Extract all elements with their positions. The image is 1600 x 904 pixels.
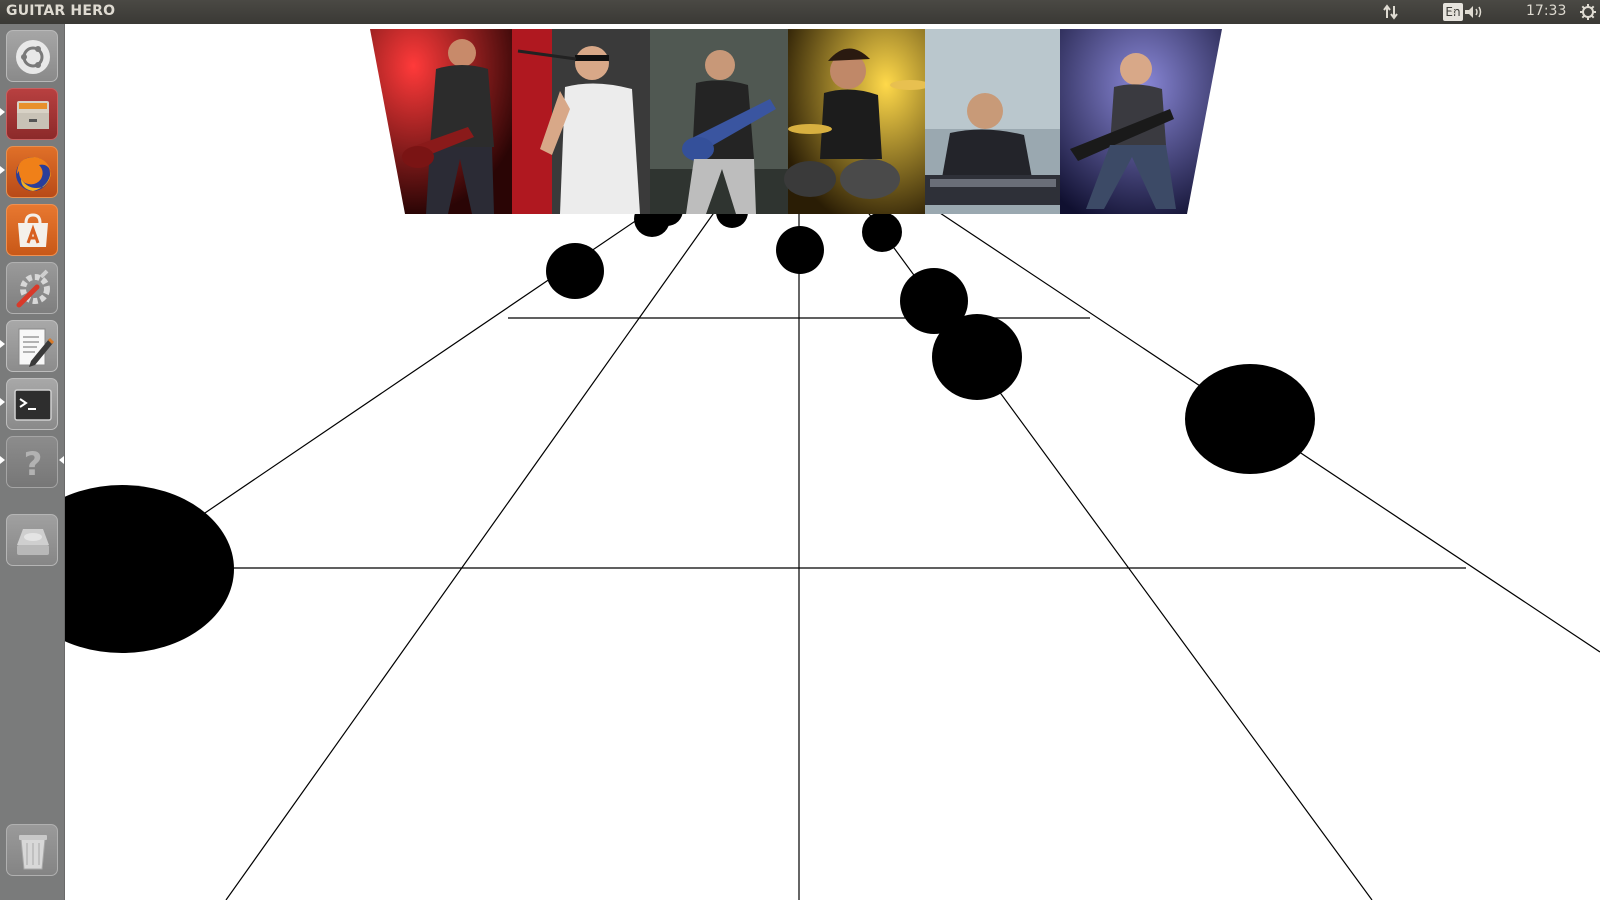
ubuntu-dash-button[interactable] [6, 30, 58, 82]
band-banner [370, 29, 1222, 214]
note-layer [10, 194, 1315, 653]
ubuntu-dash-icon [16, 40, 50, 74]
firefox-button[interactable] [6, 146, 58, 198]
drive-button[interactable] [6, 514, 58, 566]
network-updown-icon[interactable] [1381, 0, 1401, 24]
terminal-button[interactable] [6, 378, 58, 430]
banner-photo-guitarist-2 [650, 29, 790, 214]
launcher: ? [0, 24, 65, 900]
window-title: GUITAR HERO [6, 3, 116, 19]
note [1185, 364, 1315, 474]
files-button[interactable] [6, 88, 58, 140]
firefox-icon [16, 157, 51, 191]
running-indicator [0, 166, 5, 174]
drive-icon [17, 529, 49, 555]
banner-photo-guitarist [370, 29, 515, 214]
system-settings-icon [16, 269, 50, 308]
note [776, 226, 824, 274]
banner-photo-vocalist [512, 29, 652, 214]
svg-text:?: ? [24, 445, 43, 483]
running-indicator [0, 108, 5, 116]
running-indicator [0, 456, 5, 464]
fretboard-grid [0, 206, 1600, 901]
help-icon: ? [24, 445, 43, 483]
software-center-icon [18, 213, 48, 247]
note [932, 314, 1022, 400]
text-editor-button[interactable] [6, 320, 58, 372]
active-indicator [59, 456, 64, 464]
note [546, 243, 604, 299]
system-gear-icon[interactable] [1578, 0, 1598, 24]
running-indicator [0, 340, 5, 348]
trash-icon [19, 835, 47, 870]
text-editor-icon [18, 328, 55, 367]
system-settings-button[interactable] [6, 262, 58, 314]
volume-icon[interactable] [1463, 0, 1485, 24]
banner-photo-drummer [784, 29, 930, 214]
top-panel: GUITAR HERO En 17:33 [0, 0, 1600, 24]
software-center-button[interactable] [6, 204, 58, 256]
lane-line [225, 206, 719, 901]
banner-photo-keyboardist [925, 29, 1065, 214]
bluetooth-icon[interactable] [1440, 0, 1456, 24]
terminal-icon [14, 389, 52, 421]
trash-button[interactable] [6, 824, 58, 876]
help-button[interactable]: ? [6, 436, 58, 488]
files-icon [17, 101, 49, 129]
clock[interactable]: 17:33 [1526, 3, 1567, 19]
note [900, 268, 968, 334]
banner-photo-bassist [1060, 29, 1222, 214]
running-indicator [0, 398, 5, 406]
note [10, 485, 234, 653]
note [862, 212, 902, 252]
